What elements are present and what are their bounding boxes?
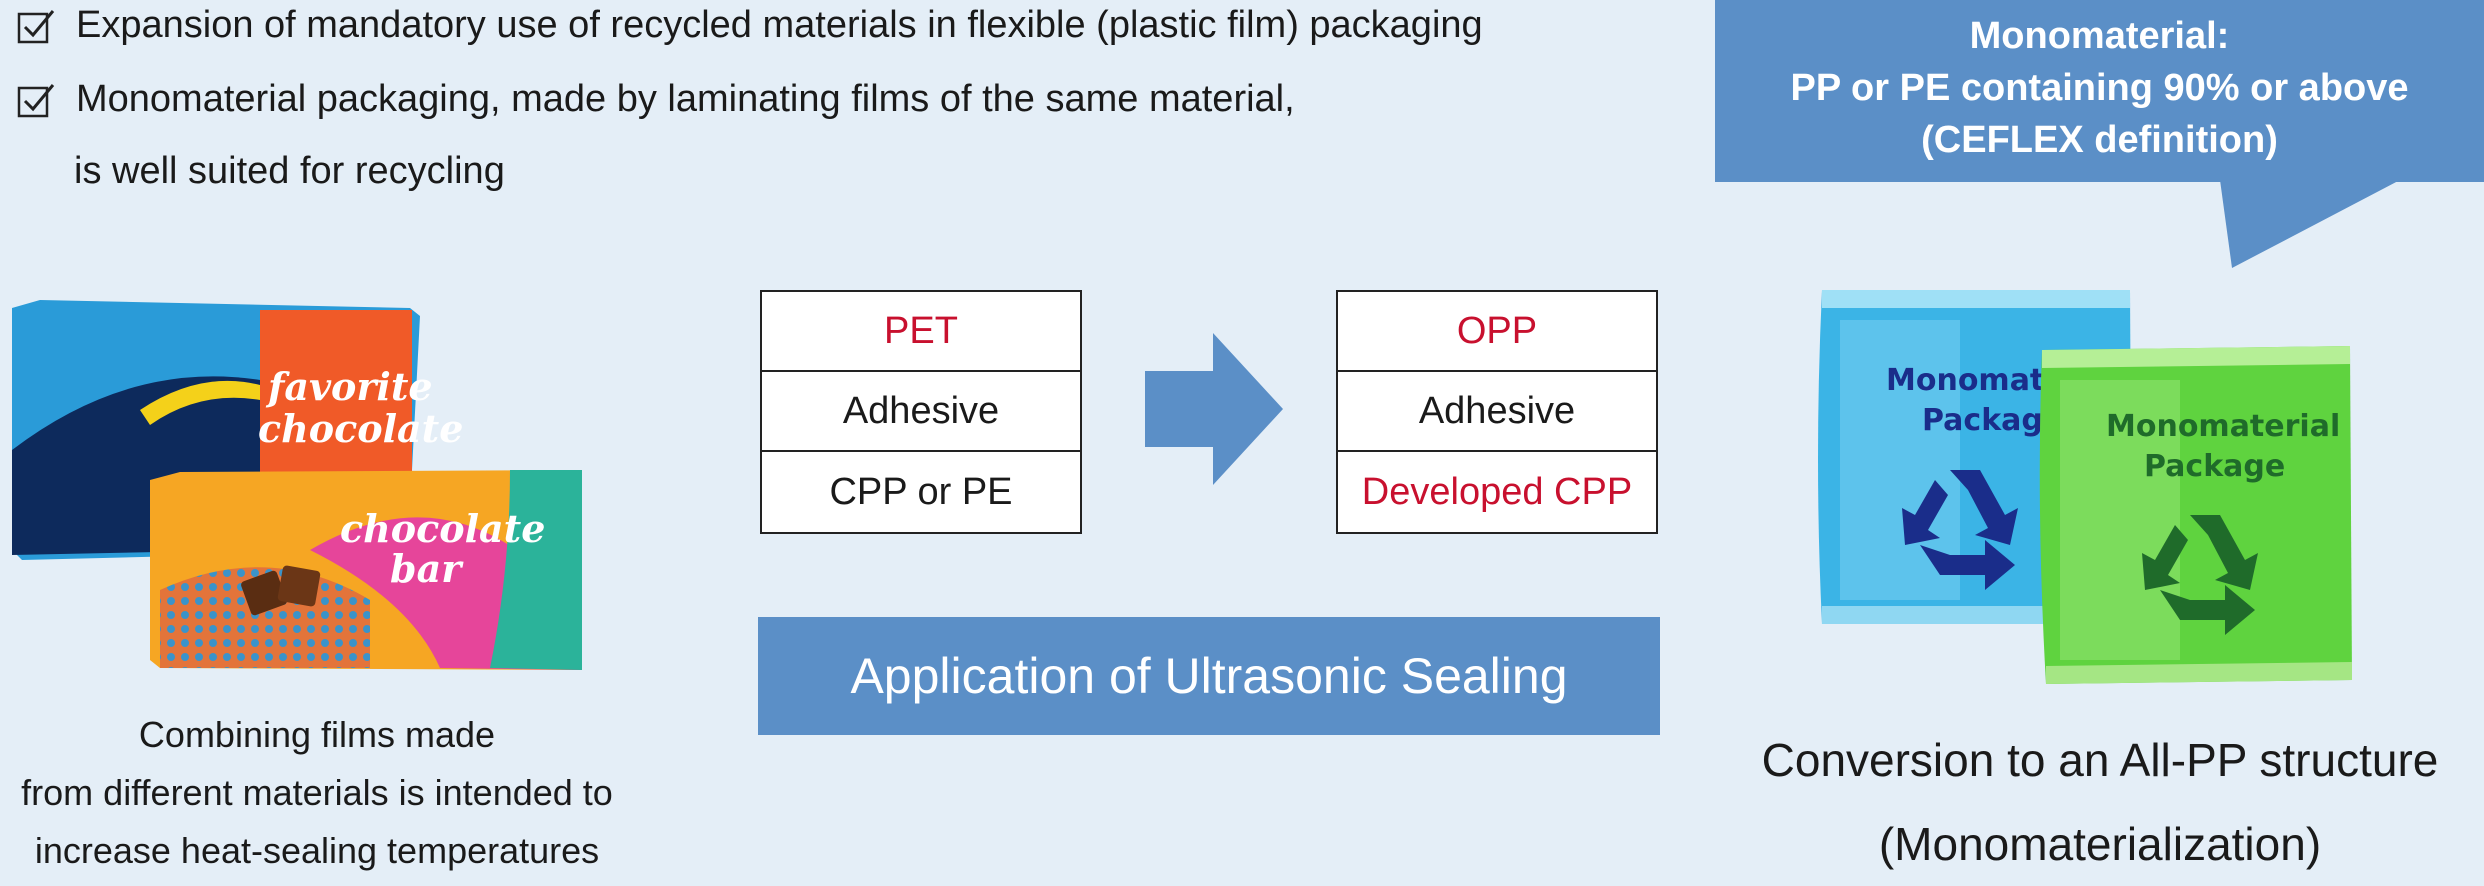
callout-line: PP or PE containing 90% or above <box>1790 67 2409 109</box>
layer-adhesive: Adhesive <box>762 372 1080 452</box>
caption-line: (Monomaterialization) <box>1878 818 2322 870</box>
bag-label: Monomaterial <box>2106 409 2340 444</box>
caption-line: Conversion to an All-PP structure <box>1761 734 2439 786</box>
caption-line: increase heat-sealing temperatures <box>34 830 600 871</box>
wrapper-label: chocolate <box>340 506 545 551</box>
bag-label: Package <box>1922 403 2063 438</box>
layer-developed-cpp: Developed CPP <box>1361 470 1633 513</box>
wrapper-label: chocolate <box>258 406 463 451</box>
callout-line: Monomaterial: <box>1969 15 2230 57</box>
callout-text: Monomaterial: PP or PE containing 90% or… <box>1715 10 2484 166</box>
layer-pet: PET <box>762 292 1080 372</box>
bag-label: Package <box>2144 449 2285 484</box>
caption-line: from different materials is intended to <box>21 772 613 813</box>
checkbox-checked-icon <box>17 83 55 117</box>
layer-adhesive: Adhesive <box>1338 372 1656 452</box>
after-layer-stack: OPP Adhesive Developed CPP <box>1336 290 1658 534</box>
bullet-item: Expansion of mandatory use of recycled m… <box>16 4 1483 47</box>
bullet-text: Expansion of mandatory use of recycled m… <box>76 4 1483 46</box>
layer-cpp-or-pe: CPP or PE <box>829 470 1013 513</box>
chocolate-wrappers-image: favorite chocolate chocolate bar <box>12 300 582 670</box>
monomaterial-bags-image: Monomaterial Package Monomaterial Packag… <box>1818 290 2352 684</box>
left-caption: Combining films made from different mate… <box>0 706 634 880</box>
checkbox-checked-icon <box>17 9 55 43</box>
bullet-text: Monomaterial packaging, made by laminati… <box>76 78 1295 120</box>
ultrasonic-sealing-banner: Application of Ultrasonic Sealing <box>758 617 1660 735</box>
recycle-icon <box>1902 470 2018 590</box>
recycle-icon <box>2142 515 2258 635</box>
bullet-text-continued: is well suited for recycling <box>74 150 505 192</box>
callout-tail <box>2220 180 2400 268</box>
bullet-item: Monomaterial packaging, made by laminati… <box>16 78 1295 121</box>
wrapper-label: bar <box>390 546 464 591</box>
callout-bubble <box>1715 0 2484 182</box>
before-layer-stack: PET Adhesive CPP or PE <box>760 290 1082 534</box>
layer-opp: OPP <box>1338 292 1656 372</box>
wrapper-label: favorite <box>265 364 433 409</box>
callout-line: (CEFLEX definition) <box>1921 119 2278 161</box>
right-arrow-icon <box>1145 333 1283 485</box>
caption-line: Combining films made <box>138 714 496 755</box>
right-caption: Conversion to an All-PP structure (Monom… <box>1720 718 2480 886</box>
